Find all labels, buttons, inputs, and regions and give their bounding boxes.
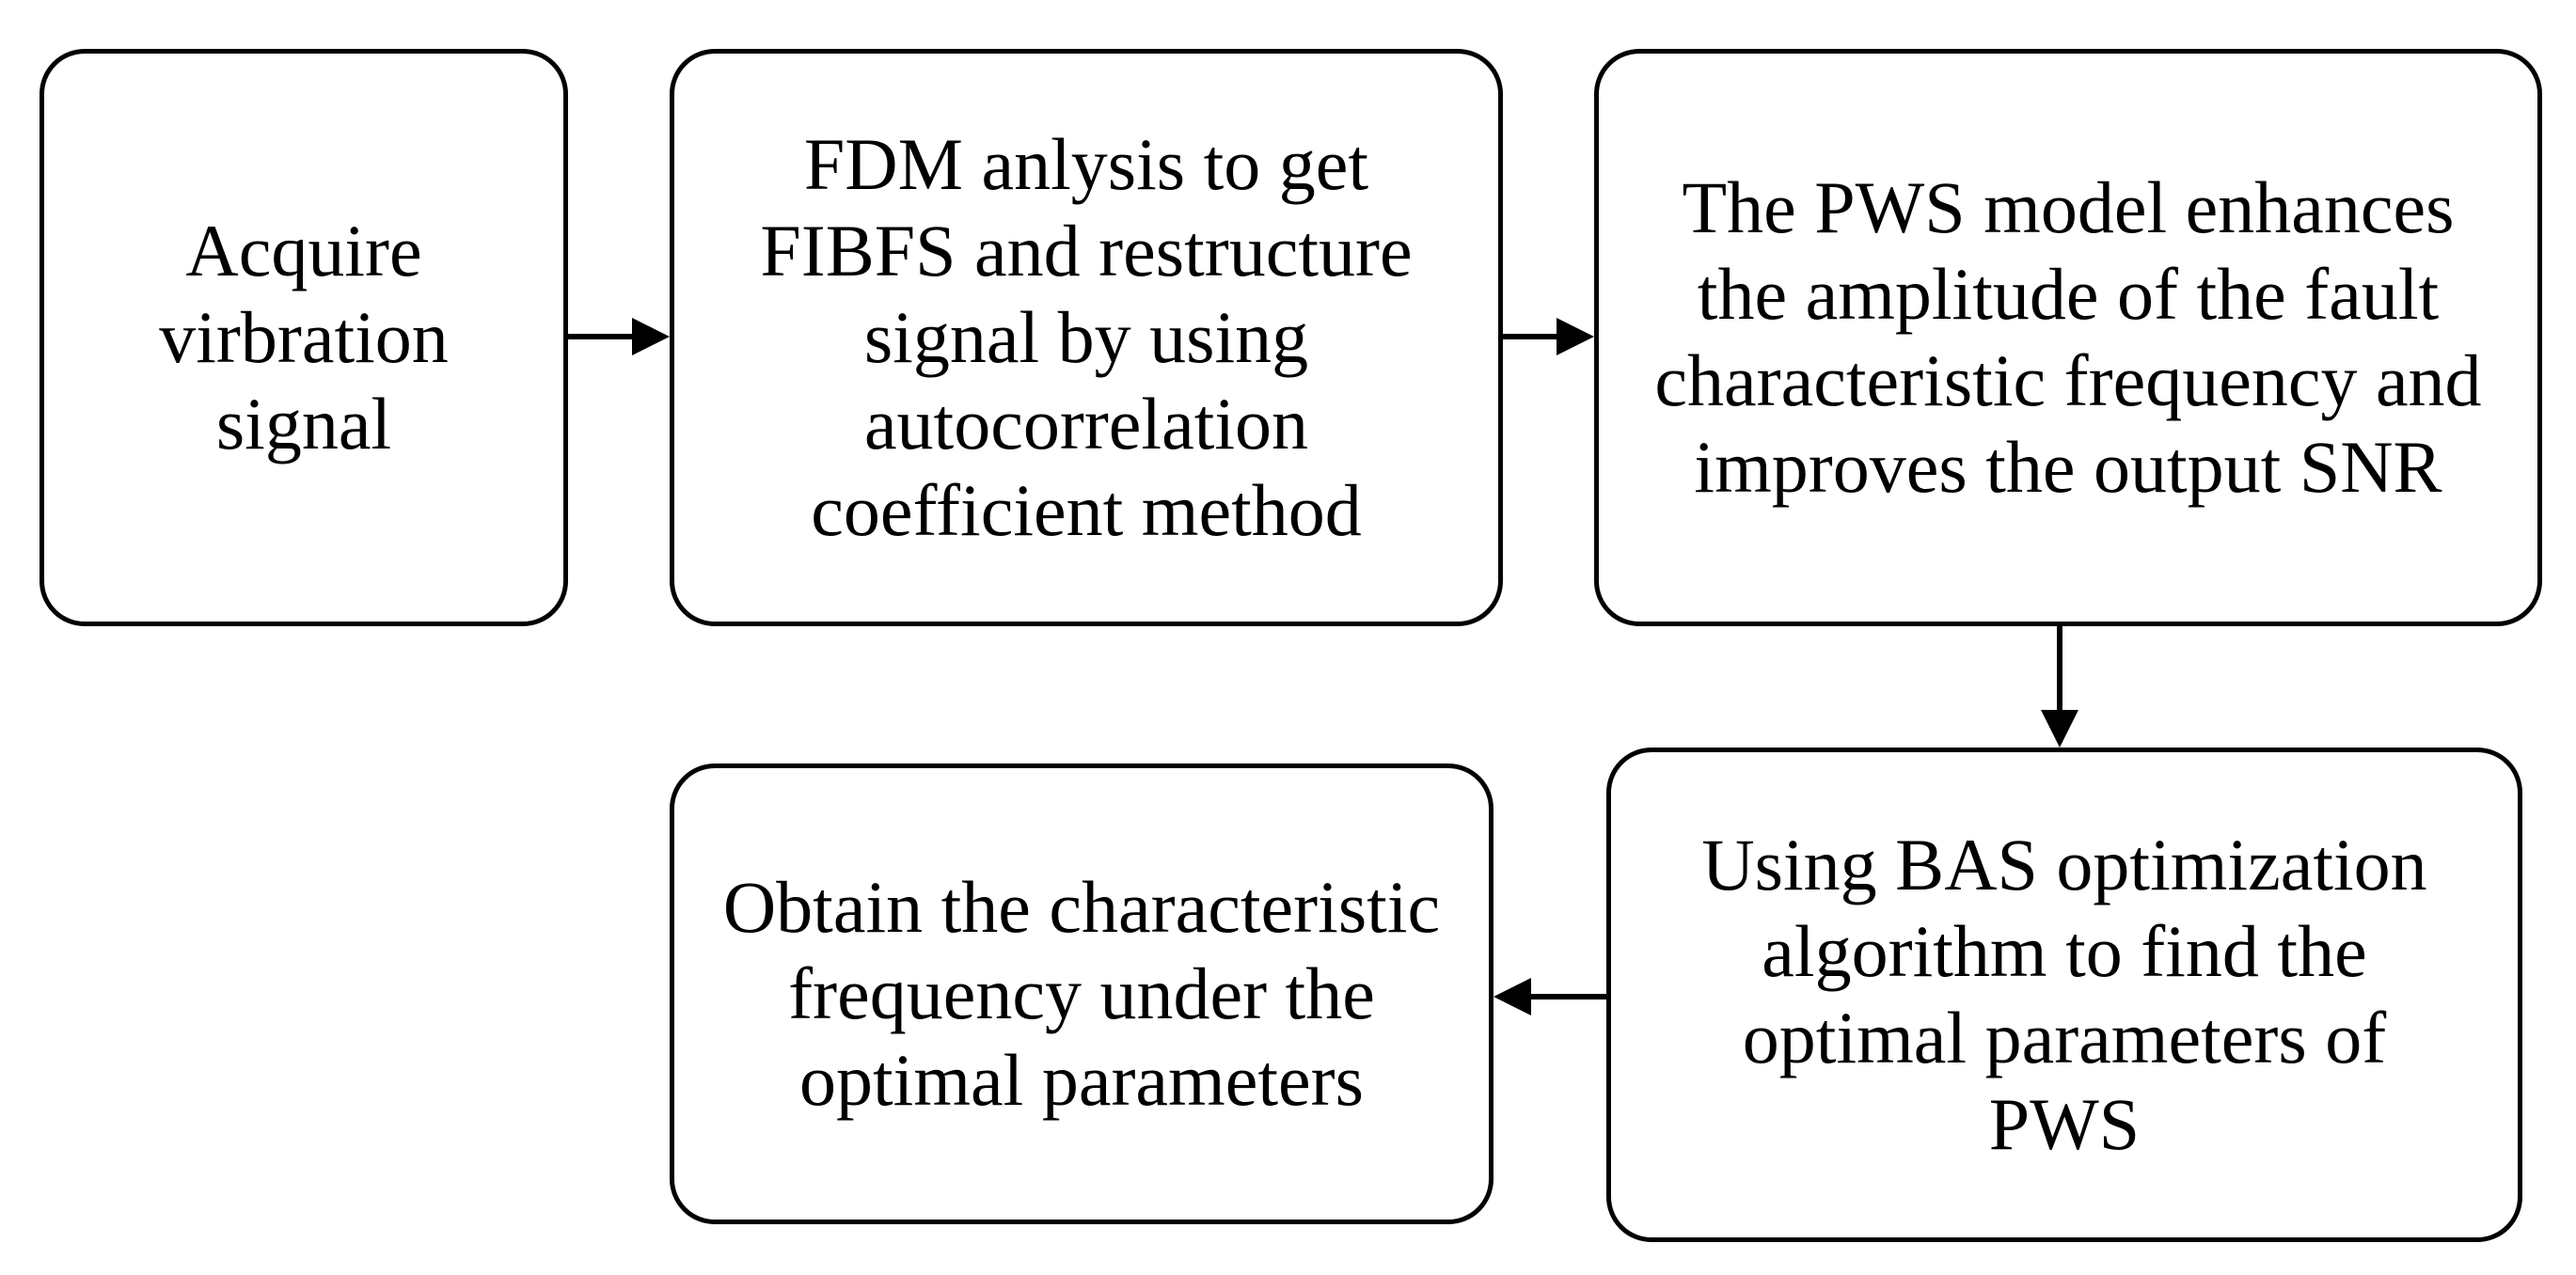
node-text-line: the amplitude of the fault xyxy=(1697,252,2440,335)
node-pws-model: The PWS model enhances the amplitude of … xyxy=(1594,49,2542,626)
edge-bas-to-obtain xyxy=(1493,978,1606,1015)
node-fdm-analysis-text: FDM anlysis to get FIBFS and restructure… xyxy=(749,121,1423,554)
node-acquire-signal-text: Acquire virbration signal xyxy=(148,208,460,467)
node-text-line: PWS xyxy=(1988,1083,2141,1166)
node-obtain-frequency: Obtain the characteristic frequency unde… xyxy=(670,763,1493,1224)
node-fdm-analysis: FDM anlysis to get FIBFS and restructure… xyxy=(670,49,1503,626)
edge-pws-to-bas xyxy=(2041,626,2078,748)
node-text-line: The PWS model enhances xyxy=(1682,165,2455,248)
node-text-line: FIBFS and restructure xyxy=(760,209,1413,291)
node-text-line: coefficient method xyxy=(811,469,1362,552)
node-text-line: Obtain the characteristic xyxy=(722,865,1441,948)
node-text-line: characteristic frequency and xyxy=(1654,339,2482,421)
node-acquire-signal: Acquire virbration signal xyxy=(40,49,568,626)
node-text-line: optimal parameters of xyxy=(1742,997,2387,1078)
node-text-line: Using BAS optimization xyxy=(1701,823,2427,905)
node-text-line: optimal parameters xyxy=(799,1039,1364,1122)
node-text-line: autocorrelation xyxy=(863,383,1309,465)
edge-fdm-to-pws xyxy=(1503,318,1594,355)
node-pws-model-text: The PWS model enhances the amplitude of … xyxy=(1643,165,2492,511)
node-text-line: signal by using xyxy=(863,295,1309,378)
node-text-line: virbration xyxy=(159,295,449,378)
node-text-line: FDM anlysis to get xyxy=(803,122,1369,205)
edge-acquire-to-fdm xyxy=(568,318,670,355)
node-text-line: algorithm to find the xyxy=(1762,909,2367,992)
node-text-line: Acquire xyxy=(185,209,422,291)
node-obtain-frequency-text: Obtain the characteristic frequency unde… xyxy=(712,864,1451,1124)
node-text-line: signal xyxy=(215,383,392,465)
node-text-line: frequency under the xyxy=(788,952,1375,1034)
node-bas-optimization-text: Using BAS optimization algorithm to find… xyxy=(1690,822,2438,1168)
node-bas-optimization: Using BAS optimization algorithm to find… xyxy=(1606,748,2522,1242)
node-text-line: improves the output SNR xyxy=(1694,426,2442,509)
